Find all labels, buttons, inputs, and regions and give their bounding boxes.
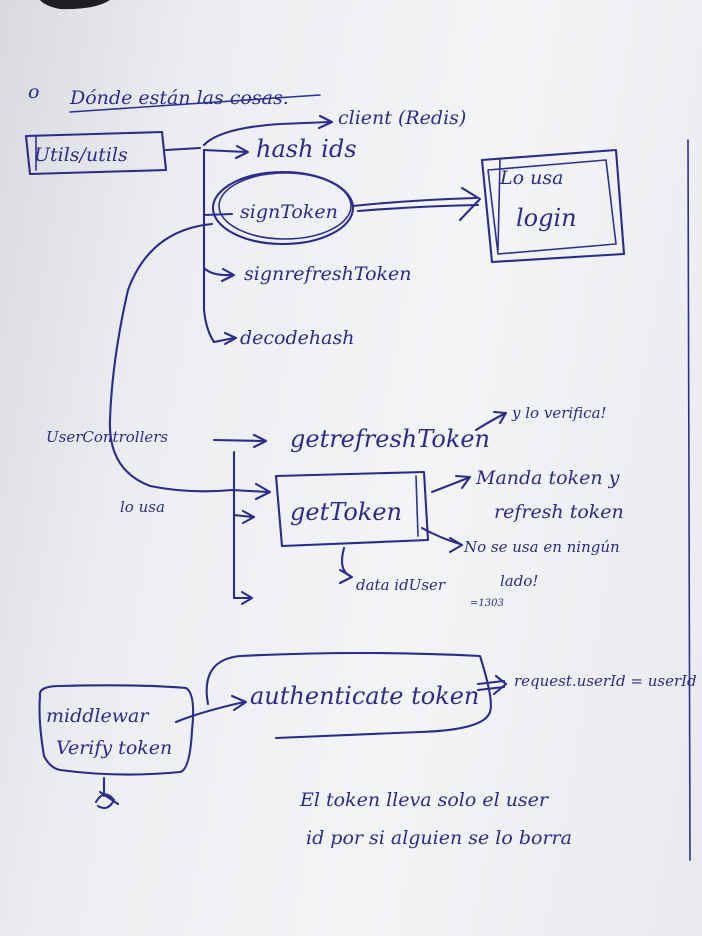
arrowhead-bottom [240,590,254,606]
get-refresh-token-label: getrefreshToken [290,425,490,453]
utils-box-label: Utils/utils [34,144,128,166]
lado-label: lado! [500,572,538,590]
no-se-usa-label: No se usa en ningún [463,538,620,556]
arrowhead-verifica [492,410,508,425]
utils-connector [164,146,202,152]
arrowhead-no-se-usa [448,536,464,554]
y-lo-verifica-label: y lo verifica! [511,404,607,422]
refresh-token-label: refresh token [494,501,624,523]
login-box-inner [487,159,617,255]
arrowhead-get-token-2 [241,509,256,525]
branch-get-refresh [212,438,266,443]
arrow-request [476,679,506,686]
curve-lo-usa [108,222,270,494]
hash-ids-label: hash ids [256,135,357,163]
get-token-box-dots [415,475,419,537]
branch-sign-token [202,212,234,217]
middleware-line2: Verify token [56,737,172,759]
sign-refresh-token-label: signrefreshToken [244,263,412,285]
data-id-user-sub-label: =1303 [470,598,504,609]
heading-underline [69,94,321,113]
arrow-to-login [351,196,478,208]
arrow-manda-token [430,476,470,494]
branch-sign-refresh-token [202,266,234,277]
login-box-top-label: Lo usa [499,167,563,189]
authenticate-frame [205,651,492,740]
sign-token-label: signToken [240,201,338,223]
user-controllers-label: UserControllers [46,428,168,446]
arrowhead-login [458,186,482,222]
middleware-line1: middlewar [46,705,150,727]
get-token-box [274,470,430,548]
manda-token-label: Manda token y [475,467,620,489]
lo-usa-label: lo usa [120,498,165,516]
login-box [480,148,626,264]
arrowhead-middleware [230,694,248,712]
data-id-user-label: data idUser [356,576,446,594]
branch-hash-ids [202,148,248,154]
utils-box [24,130,168,176]
heading-bullet: o [28,81,39,103]
arrowhead-decode-hash [223,331,238,346]
arrow-verifica [474,412,506,432]
arrowhead-sign-refresh [220,267,236,283]
branch-client [202,120,332,147]
utils-spine [202,148,216,344]
scribble-mark [94,776,120,810]
login-box-bottom-label: login [516,204,577,232]
arrow-request-2 [476,685,506,692]
login-box-scribble [497,159,501,251]
middleware-box [38,684,195,776]
sign-token-ellipse [211,170,355,246]
arrowhead-request [492,674,508,696]
arrowhead-get-refresh [252,433,268,449]
note-line2: id por si alguien se lo borra [306,827,572,849]
arrow-middleware [174,700,246,724]
branch-get-token-2 [232,513,254,519]
heading-text: Dónde están las cosas. [69,87,289,109]
arrow-to-login-2 [356,203,480,213]
arrowhead-client [317,114,334,130]
arrowhead-manda-token [454,474,472,490]
sign-token-ellipse-inner [218,172,352,240]
branch-decode-hash [212,336,236,344]
arrowhead-hash-ids [234,144,250,160]
request-line-label: request.userId = userId [514,672,697,690]
authenticate-token-label: authenticate token [250,682,479,710]
note-line1: El token lleva solo el user [299,789,550,811]
arrowhead-data-id-user [338,568,354,585]
arrowhead-lo-usa [254,482,272,501]
decode-hash-label: decodehash [240,327,354,349]
client-label: client (Redis) [338,107,466,129]
top-left-shadow [40,0,110,10]
get-token-label: getToken [290,498,402,526]
page-edge-line [687,139,691,861]
